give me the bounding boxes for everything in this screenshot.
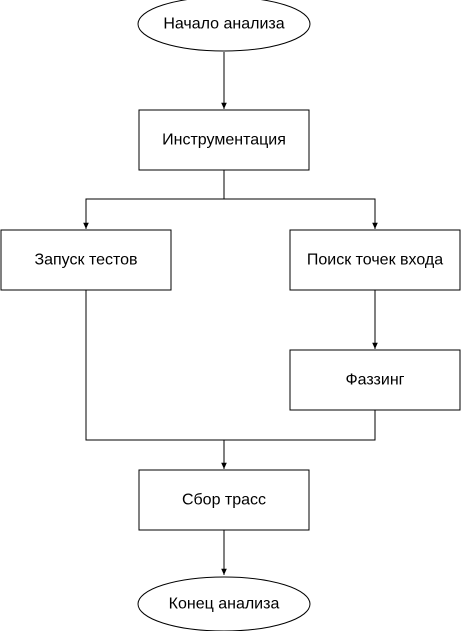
edge-run-tests-to-collect-traces — [85, 290, 227, 469]
instrumentation-label: Инструментация — [162, 132, 286, 149]
instrumentation-process-shape — [138, 109, 310, 171]
start-label: Начало анализа — [163, 16, 284, 33]
node-end: Конец анализа — [137, 576, 311, 631]
node-fuzzing: Фаззинг — [289, 349, 461, 411]
fuzzing-process-shape — [289, 349, 461, 411]
run-tests-process-shape — [0, 229, 172, 291]
edge-instrumentation-to-find-entry-points — [224, 198, 378, 229]
collect-traces-label: Сбор трасс — [182, 492, 266, 509]
node-collect-traces: Сбор трасс — [138, 469, 310, 531]
collect-traces-process-shape — [138, 469, 310, 531]
find-entry-points-label: Поиск точек входа — [307, 252, 443, 269]
node-start: Начало анализа — [137, 0, 311, 52]
edges — [83, 52, 378, 575]
end-label: Конец анализа — [169, 596, 280, 613]
node-run-tests: Запуск тестов — [0, 229, 172, 291]
run-tests-label: Запуск тестов — [34, 252, 137, 269]
fuzzing-label: Фаззинг — [346, 372, 405, 389]
node-instrumentation: Инструментация — [138, 109, 310, 171]
edge-instrumentation-to-run-tests — [83, 170, 225, 229]
node-find-entry-points: Поиск точек входа — [289, 229, 461, 291]
edge-fuzzing-to-collect-traces — [224, 410, 376, 441]
start-terminal-shape — [137, 0, 311, 52]
find-entry-points-process-shape — [289, 229, 461, 291]
end-terminal-shape — [137, 576, 311, 631]
